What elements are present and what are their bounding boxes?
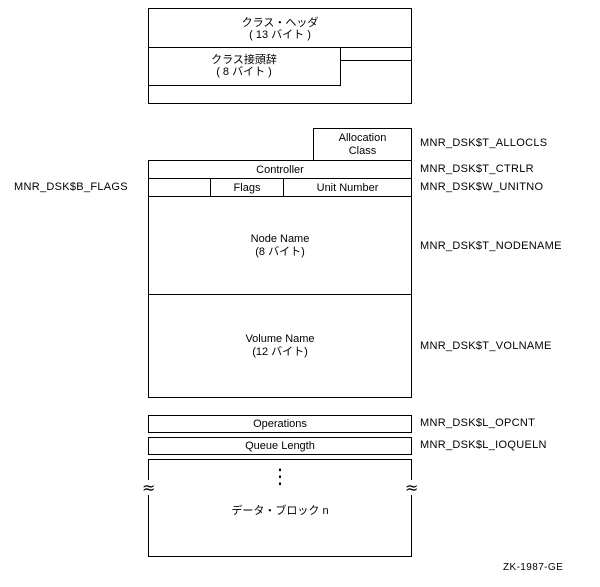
class-prefix-right-line [340,47,341,86]
class-header-step-line [340,60,412,61]
allocation-class-symbol: MNR_DSK$T_ALLOCLS [420,137,548,149]
operations-cell: Operations [148,415,412,433]
node-name-cell: Node Name (8 バイト) [148,196,412,295]
queue-length-symbol: MNR_DSK$L_IOQUELN [420,439,547,451]
flags-unit-row: Flags Unit Number [148,178,412,197]
flags-empty-cell [149,179,210,196]
controller-symbol: MNR_DSK$T_CTRLR [420,163,534,175]
unit-number-cell: Unit Number [283,179,411,196]
class-header-line2: ( 13 バイト ) [249,29,311,41]
class-prefix-cell: クラス接頭辞 ( 8 バイト ) [148,54,340,78]
node-name-line2: (8 バイト) [255,245,305,258]
class-prefix-bottom-line [148,85,341,86]
unit-number-symbol: MNR_DSK$W_UNITNO [420,181,544,193]
volume-name-line1: Volume Name [245,333,315,345]
volume-name-line2: (12 バイト) [252,346,308,358]
flags-symbol: MNR_DSK$B_FLAGS [14,181,128,193]
operations-text: Operations [253,418,307,430]
class-header-outer-box [148,8,412,104]
class-prefix-line2: ( 8 バイト ) [216,66,272,78]
volume-name-symbol: MNR_DSK$T_VOLNAME [420,340,552,352]
node-name-symbol: MNR_DSK$T_NODENAME [420,240,562,252]
volume-name-cell: Volume Name (12 バイト) [148,294,412,398]
vertical-ellipsis-icon: ⋮ [270,464,290,488]
class-header-cell: クラス・ヘッダ ( 13 バイト ) [148,17,412,41]
controller-label-text: Controller [256,163,304,176]
allocation-class-line2: Class [348,144,377,157]
allocation-class-line1: Allocation [338,131,387,144]
break-mark-right-icon: ≈ [404,478,420,497]
figure-id: ZK-1987-GE [503,562,564,573]
class-prefix-line1: クラス接頭辞 [211,54,277,66]
data-block-cell: ⋮ データ・ブロック n [148,459,412,557]
break-mark-left-icon: ≈ [141,478,157,497]
queue-length-text: Queue Length [245,440,315,452]
queue-length-cell: Queue Length [148,437,412,455]
operations-symbol: MNR_DSK$L_OPCNT [420,417,536,429]
class-header-line1: クラス・ヘッダ [241,17,319,29]
node-name-line1: Node Name [250,232,310,245]
flags-cell: Flags [210,179,283,196]
controller-cell: Controller [148,160,412,179]
allocation-class-cell: Allocation Class [313,128,412,161]
class-header-divider-line [148,47,412,48]
unit-number-text: Unit Number [316,181,379,194]
flags-text: Flags [233,181,261,194]
data-block-text: データ・ブロック n [231,505,329,517]
